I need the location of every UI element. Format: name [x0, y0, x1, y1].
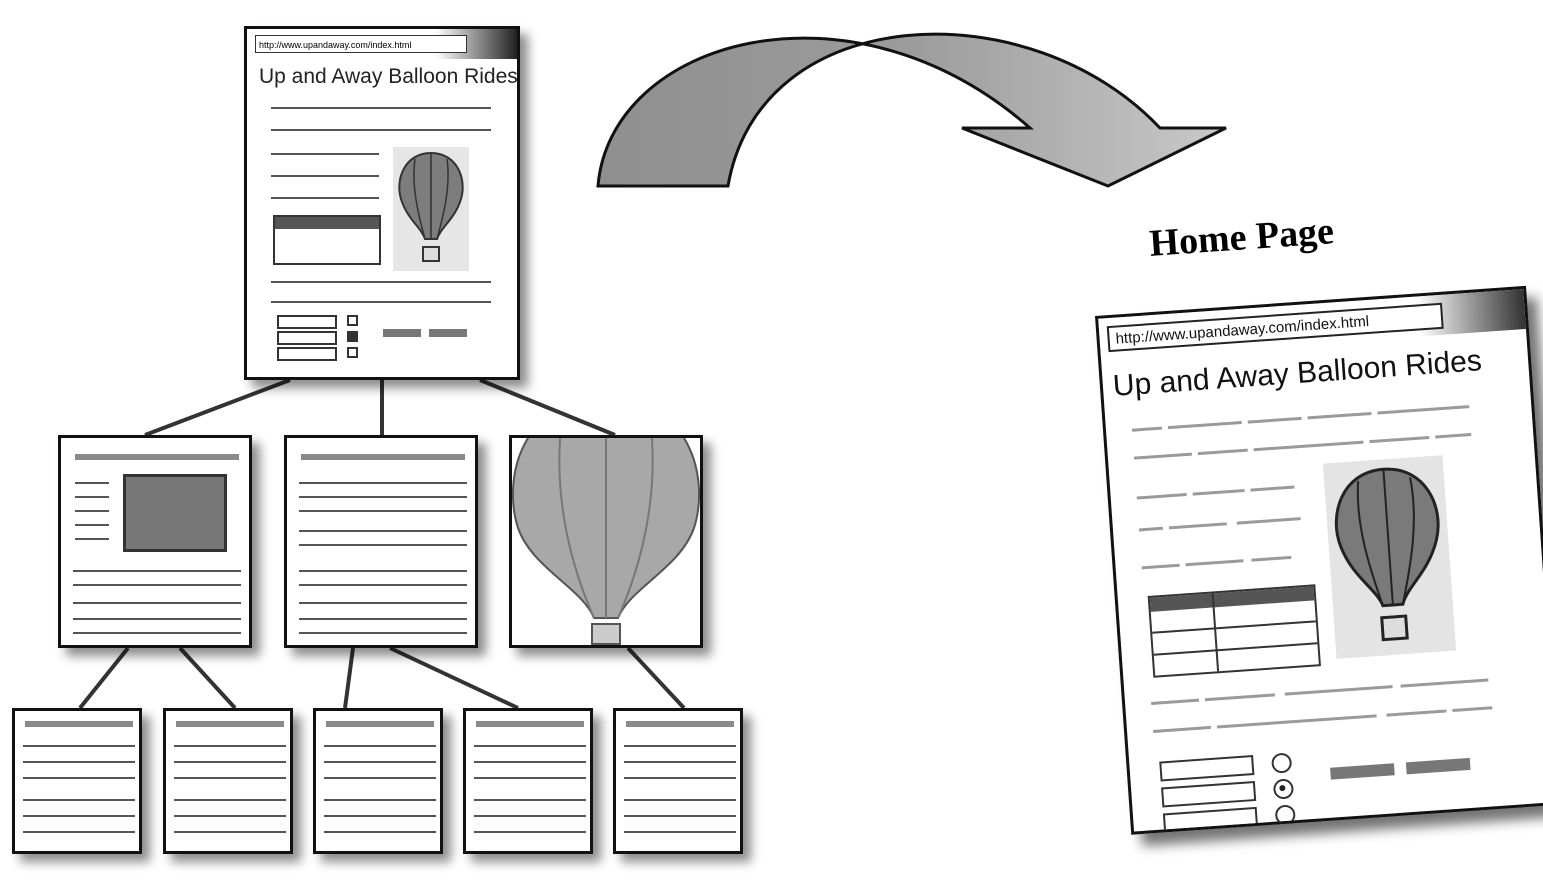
checkbox-icon[interactable]: [347, 315, 358, 326]
button[interactable]: [1406, 758, 1471, 774]
person-photo-icon: [123, 474, 227, 552]
table: [273, 215, 381, 265]
grandchild-page-1: [12, 708, 142, 854]
home-page-large: http://www.upandaway.com/index.html Up a…: [1095, 286, 1543, 835]
child-page-balloon: [509, 435, 703, 648]
url-text: http://www.upandaway.com/index.html: [255, 35, 467, 53]
child-page-photo: [58, 435, 252, 648]
curved-arrow-icon: [590, 0, 1240, 200]
text-field[interactable]: [1161, 781, 1256, 808]
balloon-icon: [512, 438, 700, 645]
grandchild-page-5: [613, 708, 743, 854]
checkbox-icon[interactable]: [347, 331, 358, 342]
radio-button-icon[interactable]: [1271, 752, 1292, 773]
button[interactable]: [1330, 763, 1395, 779]
home-page-thumbnail: http://www.upandaway.com/index.html Up a…: [244, 26, 520, 380]
grandchild-page-4: [463, 708, 593, 854]
text-field[interactable]: [1159, 755, 1254, 782]
checkbox-icon[interactable]: [347, 347, 358, 358]
balloon-icon: [1323, 455, 1456, 659]
grandchild-page-3: [313, 708, 443, 854]
radio-button-icon[interactable]: [1275, 804, 1296, 825]
button[interactable]: [429, 329, 467, 337]
table: [1148, 584, 1321, 678]
page-title: Up and Away Balloon Rides: [259, 65, 518, 89]
home-page-large-wrapper: http://www.upandaway.com/index.html Up a…: [1095, 286, 1543, 835]
grandchild-page-2: [163, 708, 293, 854]
child-page-text: [284, 435, 478, 648]
radio-button-icon[interactable]: [1273, 778, 1294, 799]
balloon-icon: [393, 147, 469, 271]
button[interactable]: [383, 329, 421, 337]
